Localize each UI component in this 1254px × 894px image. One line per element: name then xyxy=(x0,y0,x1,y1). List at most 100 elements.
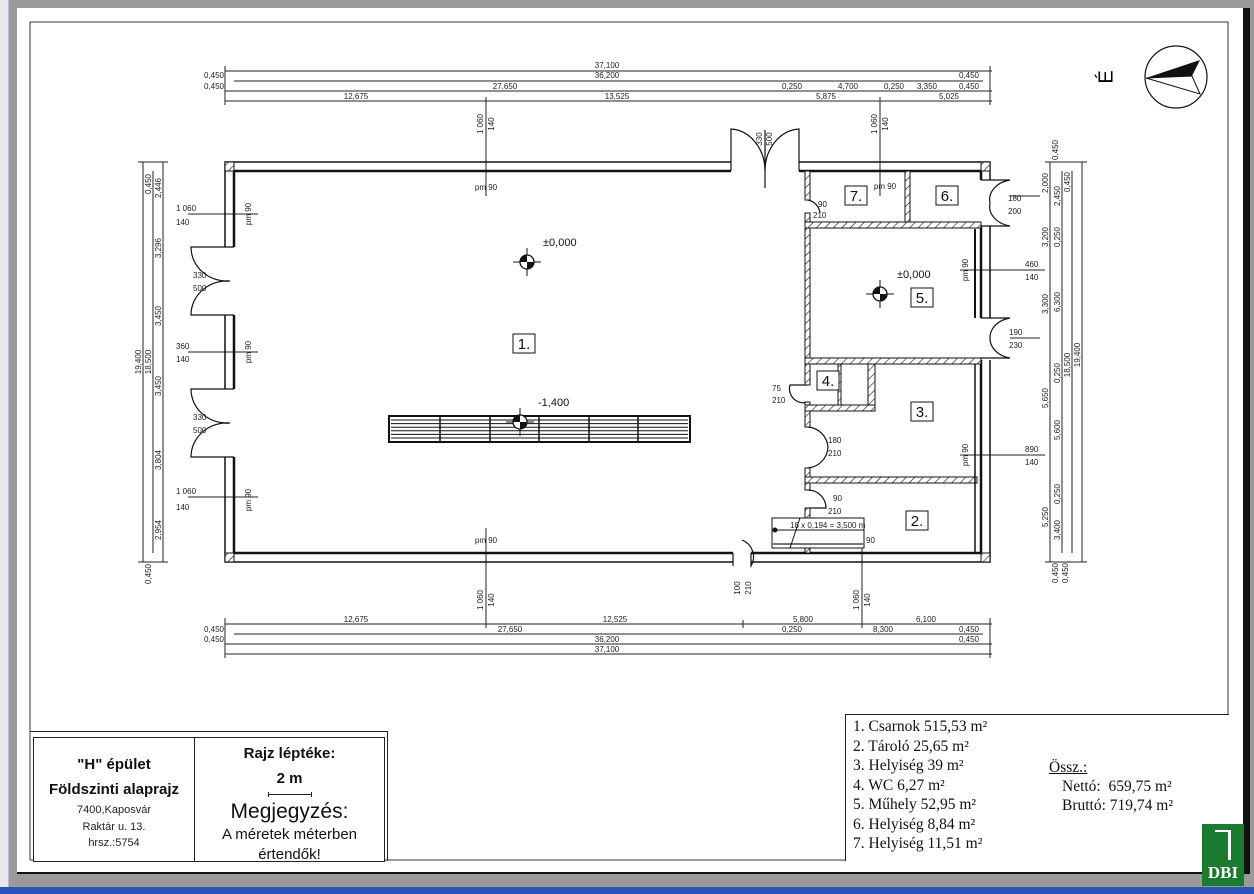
annotation-label: 890 xyxy=(1025,445,1039,454)
stair xyxy=(771,517,865,549)
dimension-label: 0,450 xyxy=(1051,562,1060,583)
interior-walls xyxy=(804,170,982,554)
annotation-label: 1 060 xyxy=(852,589,861,610)
level-hall: ±0,000 xyxy=(543,237,577,249)
note-title: Megjegyzés: xyxy=(230,800,349,823)
room-tag-box xyxy=(816,370,840,391)
annotation-label: 500 xyxy=(193,284,207,293)
annotation-label: pm 90 xyxy=(244,340,253,363)
note-line-2: értendők! xyxy=(258,846,321,863)
annotation-label: 230 xyxy=(1009,341,1023,350)
dimension-label: 0,250 xyxy=(1053,483,1062,504)
legend-item: 6. Helyiség 8,84 m² xyxy=(853,815,976,833)
dimension-label: 8,300 xyxy=(873,625,894,634)
annotation-label: pm 90 xyxy=(961,443,970,466)
annotation-label: 180 xyxy=(828,436,842,445)
annotation-label: 90 xyxy=(866,536,875,545)
level-marker-icon xyxy=(513,248,541,276)
dimension-label: 2,450 xyxy=(1053,185,1062,206)
viewer-side-panel[interactable] xyxy=(0,0,9,894)
dimension-label: 0,450 xyxy=(959,82,980,91)
dimension-label: 5,875 xyxy=(816,92,837,101)
level-workshop: ±0,000 xyxy=(897,269,931,281)
dimension-label: 27,650 xyxy=(493,82,518,91)
annotation-label: 330 xyxy=(755,132,764,146)
room-tag-box xyxy=(905,510,929,531)
dimension-label: 0,450 xyxy=(959,625,980,634)
dimension-label: 0,450 xyxy=(144,173,153,194)
room-tag: 5. xyxy=(916,290,929,307)
dimension-label: 0,450 xyxy=(959,71,980,80)
dimension-label: 3,200 xyxy=(1041,226,1050,247)
total-label: Össz.: xyxy=(1049,759,1088,776)
annotation-label: 330 xyxy=(193,413,207,422)
annotation-label: 210 xyxy=(828,449,842,458)
dimension-label: 27,650 xyxy=(498,625,523,634)
annotation-label: pm 90 xyxy=(244,488,253,511)
legend-item: 7. Helyiség 11,51 m² xyxy=(853,835,983,852)
dimension-label: 12,525 xyxy=(603,615,628,624)
room-tag: 1. xyxy=(518,336,531,353)
annotation-label: pm 90 xyxy=(961,258,970,281)
annotation-label: 210 xyxy=(772,396,786,405)
room-tag-box xyxy=(935,185,959,206)
dimension-label: 19,400 xyxy=(134,349,143,374)
dimension-label: 0,250 xyxy=(884,82,905,91)
dimension-label: 2,000 xyxy=(1041,172,1050,193)
dimension-label: 37,100 xyxy=(595,645,620,654)
annotation-label: pm 90 xyxy=(475,183,498,192)
north-arrow-icon xyxy=(1144,45,1208,109)
dimension-label: 12,675 xyxy=(344,615,369,624)
level-pit: -1,400 xyxy=(538,397,569,409)
room-tag-box xyxy=(910,287,934,308)
annotation-label: pm 90 xyxy=(475,536,498,545)
dimension-label: 3,450 xyxy=(154,375,163,396)
annotation-label: pm 90 xyxy=(244,202,253,225)
annotation-label: 500 xyxy=(765,132,774,146)
dimension-label: 6,300 xyxy=(1053,291,1062,312)
scale-value: 2 m xyxy=(276,770,303,787)
annotation-label: 90 xyxy=(818,200,827,209)
dimension-label: 3,300 xyxy=(1041,293,1050,314)
annotation-label: 210 xyxy=(744,581,753,595)
gross-area: Bruttó: 719,74 m² xyxy=(1062,797,1173,814)
annotation-label: 90 xyxy=(833,494,842,503)
dimension-label: 13,525 xyxy=(605,92,630,101)
level-marker-icon xyxy=(866,280,894,308)
dimension-label: 0,450 xyxy=(1063,171,1072,192)
dimension-label: 0,250 xyxy=(782,625,803,634)
title-block-frame-edge xyxy=(387,731,388,861)
legend-item: 2. Tároló 25,65 m² xyxy=(853,737,969,755)
dimension-label: 5,600 xyxy=(1053,419,1062,440)
dimension-label: 0,450 xyxy=(204,71,225,80)
annotation-label: pm 90 xyxy=(874,182,897,191)
annotation-label: 210 xyxy=(813,211,827,220)
doors xyxy=(190,128,1011,569)
building-name: "H" épület xyxy=(77,756,151,773)
annotation-label: 360 xyxy=(176,342,190,351)
annotation-label: 140 xyxy=(1025,458,1039,467)
dimension-label: 5,025 xyxy=(939,92,960,101)
legend-item: 3. Helyiség 39 m² xyxy=(853,757,964,774)
annotation-label: 140 xyxy=(487,593,496,607)
taskbar[interactable] xyxy=(0,887,1254,894)
legend-item: 4. WC 6,27 m² xyxy=(853,776,945,794)
annotation-label: 140 xyxy=(881,117,890,131)
dimension-label: 0,250 xyxy=(1053,362,1062,383)
dimension-label: 37,100 xyxy=(595,61,620,70)
scale-label: Rajz léptéke: xyxy=(243,745,336,762)
annotation-label: 1 060 xyxy=(176,204,197,213)
scale-bar xyxy=(267,792,312,797)
dimension-label: 2,954 xyxy=(154,519,163,540)
annotation-label: 75 xyxy=(772,384,781,393)
address-street: Raktár u. 13. xyxy=(82,820,146,833)
annotation-label: 140 xyxy=(176,355,190,364)
title-block-scale: Rajz léptéke: 2 m Megjegyzés: A méretek … xyxy=(195,738,384,863)
annotation-label: 460 xyxy=(1025,260,1039,269)
annotation-label: 1 060 xyxy=(476,589,485,610)
annotation-label: 18 x 0,194 = 3,500 m xyxy=(790,521,866,530)
legend-item: 5. Műhely 52,95 m² xyxy=(853,796,977,813)
dimension-label: 0,450 xyxy=(204,635,225,644)
room-tag: 3. xyxy=(916,404,929,421)
